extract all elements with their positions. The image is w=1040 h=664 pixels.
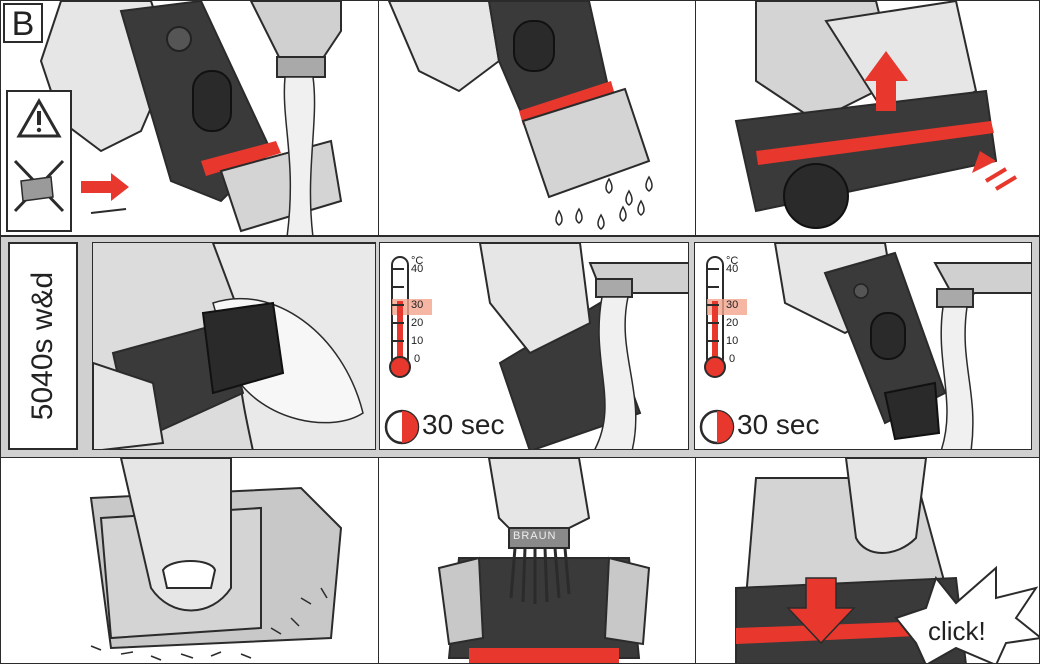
- thermo-unit-b: °C: [726, 255, 739, 267]
- illustration-tap-out-hair: [1, 458, 378, 663]
- illustration-remove-head: [696, 1, 1039, 235]
- illustration-brush-clean: [379, 458, 695, 663]
- thermo-unit: °C: [411, 255, 424, 267]
- model-label-box: 5040s w&d: [8, 242, 78, 450]
- panel-shake-dry: [378, 0, 696, 236]
- panel-rinse-30sec-a: °C 40 30 20 10 0 30 sec: [379, 242, 689, 450]
- brush-brand-text: BRAUN: [513, 530, 557, 542]
- illustration-rinse-b: [695, 243, 1031, 449]
- panel-wet-shave: [92, 242, 376, 450]
- timer-label-b: 30 sec: [737, 409, 820, 440]
- thermo-tick-20-b: 20: [726, 317, 739, 329]
- click-label: click!: [928, 616, 986, 646]
- model-label: 5040s w&d: [26, 271, 59, 421]
- illustration-rinse-under-tap: [1, 1, 378, 235]
- section-label: B: [3, 3, 43, 43]
- thermo-tick-20: 20: [411, 317, 424, 329]
- panel-tap-out-hair: [0, 457, 379, 664]
- panel-reattach-click: click!: [695, 457, 1040, 664]
- thermo-tick-10: 10: [411, 335, 424, 347]
- panel-remove-head: [695, 0, 1040, 236]
- illustration-shake-dry: [379, 1, 695, 235]
- panel-brush-clean: BRAUN: [378, 457, 696, 664]
- thermo-tick-0: 0: [414, 353, 421, 365]
- thermo-tick-30-b: 30: [726, 299, 739, 311]
- thermo-tick-10-b: 10: [726, 335, 739, 347]
- panel-rinse-30sec-b: °C 40 30 20 10 0 30 sec: [694, 242, 1032, 450]
- thermo-tick-40: 40: [411, 263, 424, 275]
- illustration-rinse-a: [380, 243, 688, 449]
- thermo-tick-30: 30: [411, 299, 424, 311]
- panel-rinse-under-tap: B: [0, 0, 379, 236]
- thermo-tick-40-b: 40: [726, 263, 739, 275]
- thermo-tick-0-b: 0: [729, 353, 736, 365]
- timer-label-a: 30 sec: [422, 409, 505, 440]
- illustration-reattach-click: [696, 458, 1039, 663]
- illustration-wet-shave: [93, 243, 375, 449]
